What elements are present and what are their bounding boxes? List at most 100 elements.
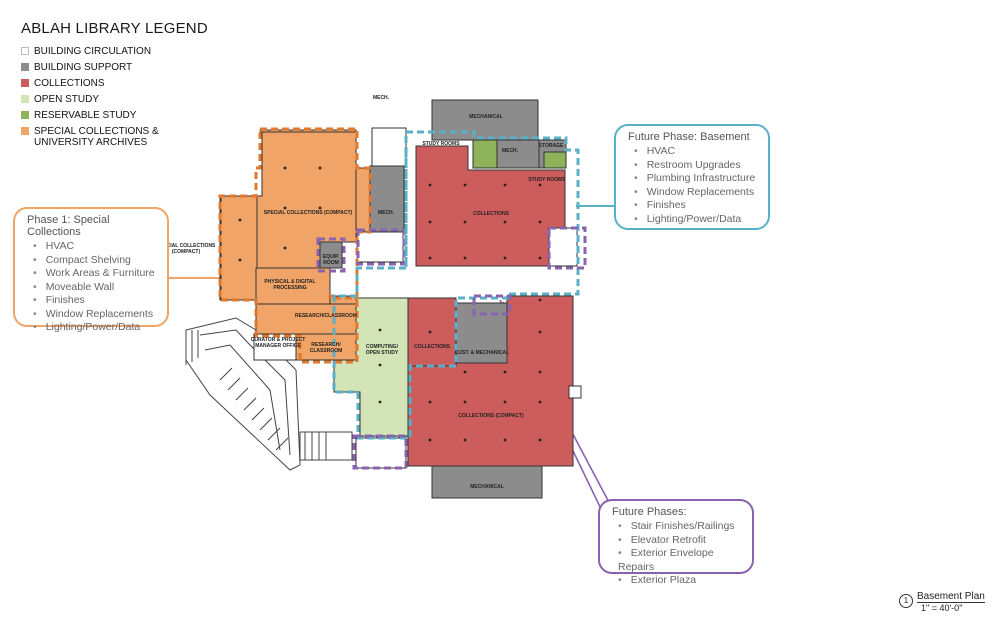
legend-swatch [21,127,29,135]
computing-open-study [333,297,409,437]
legend-label-block: SPECIAL COLLECTIONS & UNIVERSITY ARCHIVE… [34,126,159,148]
future-phases-item: Elevator Retrofit [618,534,740,548]
phase1-outline [218,127,372,364]
phase1-title: Phase 1: Special Collections [27,214,110,238]
label-cust-mech: CUST. & MECHANICAL [455,350,509,356]
legend-item-circulation: BUILDING CIRCULATION [21,46,221,57]
phase-outlines [218,127,587,470]
label-research-2a: RESEARCH/ [311,342,341,348]
legend-item-open-study: OPEN STUDY [21,94,221,105]
future-basement-list: HVAC Restroom Upgrades Plumbing Infrastr… [628,145,756,226]
label-mechanical-top: MECHANICAL [469,114,503,120]
future-phases-item: Stair Finishes/Railings [618,520,740,534]
legend-item-special-collections: SPECIAL COLLECTIONS & UNIVERSITY ARCHIVE… [21,126,221,148]
legend-label: OPEN STUDY [34,94,100,105]
future-phases-item: Exterior Plaza [618,574,740,588]
label-collections-mid: COLLECTIONS [414,344,450,350]
legend-label: BUILDING SUPPORT [34,62,133,73]
legend-swatch [21,95,29,103]
label-mech-top: MECH. [373,95,390,101]
stair-mid [356,231,404,263]
building-support-areas [369,99,567,499]
phase1-callout: Phase 1: Special Collections HVAC Compac… [13,207,169,333]
label-research-classroom: RESEARCH/CLASSROOM [295,313,357,319]
drawing-number: 1 [899,594,913,608]
future-basement-item: Restroom Upgrades [634,159,756,173]
future-elevator [472,294,512,316]
legend-label: SPECIAL COLLECTIONS & [34,126,159,137]
future-basement-item: Finishes [634,199,756,213]
drawing-title: Basement Plan [917,591,985,603]
legend: BUILDING CIRCULATION BUILDING SUPPORT CO… [21,46,221,153]
research-classroom [255,303,357,335]
research-classroom-2 [295,333,357,361]
legend-swatch [21,47,29,55]
future-stair-south [352,434,408,470]
legend-title: ABLAH LIBRARY LEGEND [21,20,208,37]
label-research-2b: CLASSROOM [310,348,343,354]
label-study-rooms-2: STUDY ROOMS [528,177,566,183]
label-special-collections-compact: SPECIAL COLLECTIONS (COMPACT) [264,210,353,216]
collections-areas [407,145,574,467]
future-equip [316,237,346,273]
label-storage: STORAGE [539,143,564,149]
label-computing-1: COMPUTING/ [366,344,399,350]
room-labels: MECH. MECHANICAL STUDY ROOMS MECH. STORA… [157,95,567,490]
label-curator-2: MANAGER OFFICE [255,343,301,349]
label-collections-top: COLLECTIONS [473,211,509,217]
future-basement-title: Future Phase: Basement [628,131,750,143]
mechanical-top [431,99,539,141]
stair-north [371,127,407,167]
future-basement-item: Plumbing Infrastructure [634,172,756,186]
collections-mid [407,297,457,367]
phase1-item: Work Areas & Furniture [33,267,155,281]
label-equip-1: EQUIP. [323,254,340,260]
phase1-item: Lighting/Power/Data [33,321,155,335]
mechanical-bottom [431,465,543,499]
label-mech-small: MECH. [502,148,519,154]
future-phases-callout: Future Phases: Stair Finishes/Railings E… [598,499,754,586]
label-mech-mid: MECH. [378,210,395,216]
future-basement-item: Window Replacements [634,186,756,200]
phase1-list: HVAC Compact Shelving Work Areas & Furni… [27,240,155,335]
phase1-item: Moveable Wall [33,281,155,295]
future-phases-item: Exterior Envelope Repairs [618,547,740,574]
study-rooms-1 [472,139,498,169]
curator-office [253,333,297,361]
legend-item-collections: COLLECTIONS [21,78,221,89]
phase1-item: Finishes [33,294,155,308]
special-collections-west [220,195,258,301]
stair-south [355,437,407,469]
future-basement-item: HVAC [634,145,756,159]
phase1-item: Window Replacements [33,308,155,322]
legend-label: RESERVABLE STUDY [34,110,137,121]
study-rooms-2 [543,151,567,169]
phase1-item: HVAC [33,240,155,254]
future-basement-callout: Future Phase: Basement HVAC Restroom Upg… [614,124,770,230]
ramp-rail [199,329,291,456]
future-stair-mid [356,228,406,266]
future-basement-item: Lighting/Power/Data [634,213,756,227]
future-phases-title: Future Phases: [612,506,687,518]
label-collections-compact: COLLECTIONS (COMPACT) [458,413,524,419]
label-computing-2: OPEN STUDY [366,350,399,356]
legend-label: BUILDING CIRCULATION [34,46,152,57]
legend-swatch [21,111,29,119]
label-curator-1: CURATOR & PROJECT [251,337,306,343]
future-phases-list: Stair Finishes/Railings Elevator Retrofi… [612,520,740,588]
label-special-side-1: SPECIAL COLLECTIONS [157,243,216,249]
label-equip-2: ROOM [323,260,339,266]
legend-swatch [21,63,29,71]
legend-item-support: BUILDING SUPPORT [21,62,221,73]
east-exit [568,385,582,399]
reservable-study-areas [472,139,567,169]
label-special-side-2: (COMPACT) [172,249,201,255]
legend-swatch [21,79,29,87]
physical-digital-processing [255,267,331,305]
label-mechanical-bottom: MECHANICAL [470,484,504,490]
legend-label-line2: UNIVERSITY ARCHIVES [34,137,148,148]
ramp-rail [204,344,281,451]
future-stair-east [547,226,587,270]
label-study-rooms-1: STUDY ROOMS [422,141,460,147]
